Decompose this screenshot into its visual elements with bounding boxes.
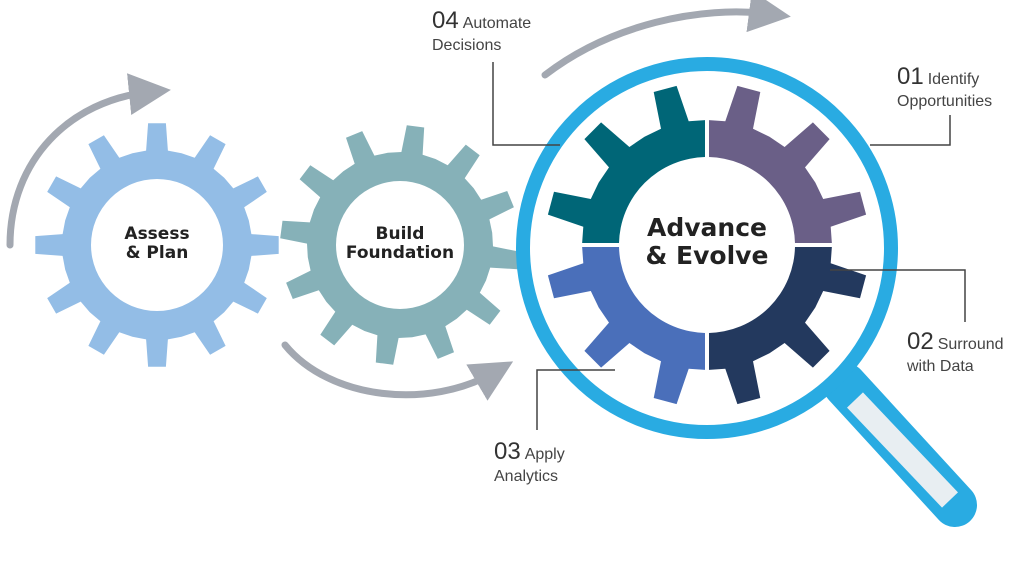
quadrant-top-right bbox=[709, 85, 867, 243]
leader-03 bbox=[536, 369, 615, 430]
gear-label-assess: Assess& Plan bbox=[124, 224, 190, 263]
leader-01 bbox=[870, 115, 951, 146]
gear-build-foundation bbox=[280, 125, 520, 365]
cycle-arrow-3 bbox=[541, 0, 791, 79]
gear-label-advance: Advance& Evolve bbox=[645, 213, 769, 270]
gear-assess-plan bbox=[35, 123, 279, 367]
cycle-arrow-1 bbox=[6, 73, 171, 249]
quadrant-bottom-left bbox=[547, 247, 705, 405]
gear-advance-evolve bbox=[547, 85, 867, 405]
quadrant-top-left bbox=[547, 85, 705, 243]
leader-04 bbox=[492, 62, 560, 146]
magnifier-handle bbox=[823, 363, 977, 527]
leader-02 bbox=[830, 269, 966, 322]
cycle-arrow-2 bbox=[281, 341, 514, 401]
quadrant-bottom-right bbox=[709, 247, 867, 405]
